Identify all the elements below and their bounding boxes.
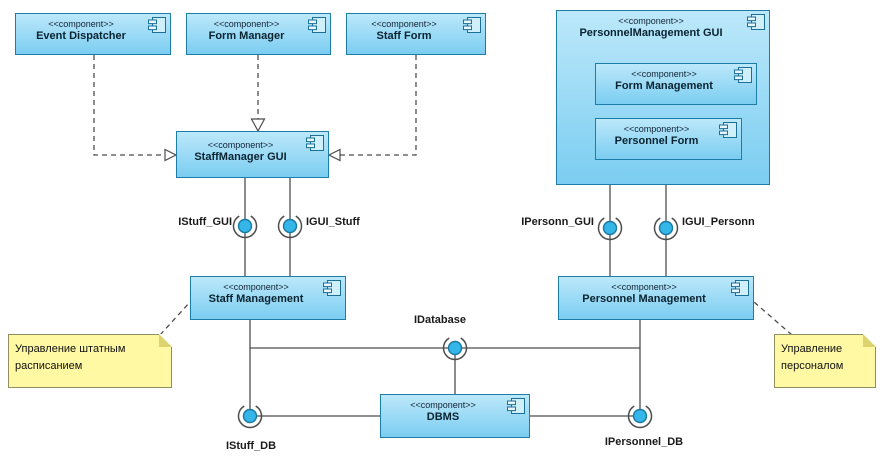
component-icon [734,67,752,83]
interface-istuff-gui [232,215,258,239]
ball-icon [282,218,298,234]
component-personnel-form: <<component>> Personnel Form [595,118,742,160]
socket-icon [597,217,623,241]
note-anchor-personnel [753,301,793,336]
component-name: Personnel Management [582,293,706,305]
socket-icon [627,405,653,429]
socket-icon [277,215,303,239]
component-icon [148,17,166,33]
component-staffmanager-gui: <<component>> StaffManager GUI [176,131,329,178]
wire-ipersonnel-db [530,320,641,417]
socket-icon [237,405,263,429]
stereotype-label: <<component>> [611,282,677,292]
wire-istuff-db [249,320,380,417]
stereotype-label: <<component>> [618,16,684,26]
interface-label-istuff-gui: IStuff_GUI [178,216,232,228]
dependency-event-dispatcher-to-staffmanager-gui [93,55,178,162]
dependency-form-manager-to-staffmanager-gui [250,55,266,133]
interface-label-istuff-db: IStuff_DB [225,440,277,452]
ball-icon [602,220,618,236]
stereotype-label: <<component>> [213,19,280,29]
stereotype-label: <<component>> [623,124,690,134]
interface-ipersonn-gui [597,217,623,241]
component-staff-form: <<component>> Staff Form [346,13,486,55]
note-staff-management: Управление штатным расписанием [8,334,172,388]
interface-idatabase [442,337,468,361]
arrowhead-icon [250,118,266,133]
arrowhead-icon [164,148,178,162]
socket-icon [442,337,468,361]
component-name: StaffManager GUI [194,151,287,163]
component-form-management: <<component>> Form Management [595,63,757,105]
component-name: Staff Form [376,30,432,42]
component-name: Form Manager [208,30,285,42]
component-personnel-management: <<component>> Personnel Management [558,276,754,320]
interface-ipersonnel-db [627,405,653,429]
dependency-staff-form-to-staffmanager-gui [327,55,417,162]
component-name: Personnel Form [614,135,699,147]
component-form-manager: <<component>> Form Manager [186,13,331,55]
component-icon [463,17,481,33]
ball-icon [658,220,674,236]
interface-istuff-db [237,405,263,429]
component-name: Event Dispatcher [36,30,126,42]
note-personnel-management: Управление персоналом [774,334,876,388]
component-icon [308,17,326,33]
interface-label-igui-stuff: IGUI_Stuff [306,216,360,228]
interface-label-igui-personn: IGUI_Personn [682,216,755,228]
arrowhead-icon [327,148,341,162]
interface-label-idatabase: IDatabase [414,314,466,326]
component-event-dispatcher: <<component>> Event Dispatcher [15,13,171,55]
component-icon [323,280,341,296]
note-anchor-staff [159,301,191,336]
interface-label-ipersonn-gui: IPersonn_GUI [521,216,594,228]
socket-icon [653,217,679,241]
ball-icon [447,340,463,356]
component-name: DBMS [426,411,460,423]
component-staff-management: <<component>> Staff Management [190,276,346,320]
stereotype-label: <<component>> [207,140,274,150]
ball-icon [632,408,648,424]
interface-label-ipersonnel-db: IPersonnel_DB [604,436,684,448]
stereotype-label: <<component>> [223,282,289,292]
component-personnelmanagement-gui: <<component>> PersonnelManagement GUI <<… [556,10,770,185]
stereotype-label: <<component>> [371,19,437,29]
interface-igui-personn [653,217,679,241]
component-name: Form Management [615,80,713,92]
ball-icon [237,218,253,234]
ball-icon [242,408,258,424]
component-icon [306,135,324,151]
component-name: Staff Management [208,293,304,305]
stereotype-label: <<component>> [48,19,114,29]
component-dbms: <<component>> DBMS [380,394,530,438]
stereotype-label: <<component>> [631,69,697,79]
interface-igui-stuff [277,215,303,239]
socket-icon [232,215,258,239]
component-icon [747,14,765,30]
component-icon [719,122,737,138]
component-icon [731,280,749,296]
component-name: PersonnelManagement GUI [579,27,723,39]
component-icon [507,398,525,414]
stereotype-label: <<component>> [410,400,476,410]
